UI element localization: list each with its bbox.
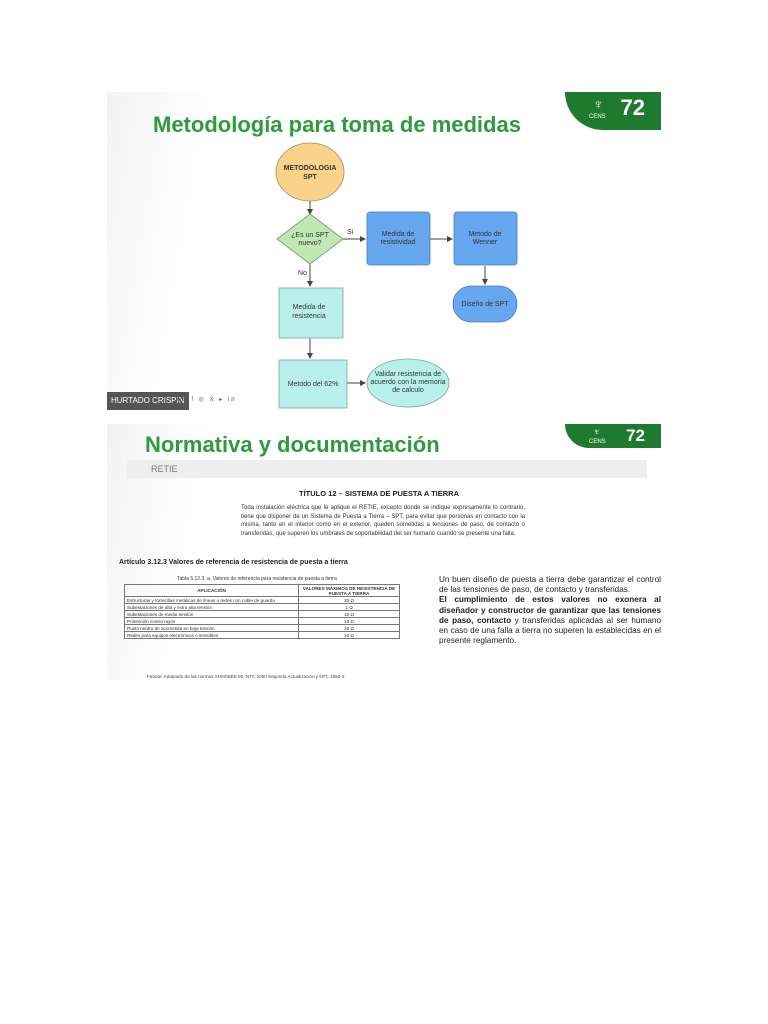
decision-line-2: nuevo? — [299, 240, 322, 247]
logo-number: 72 — [620, 95, 645, 120]
resistivity-line-2: resistividad — [380, 239, 415, 246]
table-header-row: APLICACIÓN VALORES MÁXIMOS DE RESISTENCI… — [124, 584, 400, 597]
subtitle-bar: RETIE — [127, 460, 647, 478]
spt-design-line-1: Diseño de SPT — [461, 301, 509, 308]
slide-methodology: Metodología para toma de medidas ♆ CENS … — [107, 92, 661, 410]
table-row: Punto neutro de acometida en baja tensió… — [124, 624, 400, 632]
logo-number: 72 — [626, 426, 645, 445]
table-cell: 10 Ω — [298, 610, 400, 618]
table-cell: 25 Ω — [298, 624, 400, 632]
spt-design-node — [452, 285, 518, 323]
validate-line-2: acuerdo con la memoria — [370, 379, 445, 386]
slide-title: Normativa y documentación — [145, 432, 440, 457]
table-row: Estructuras y torrecillas metálicas de l… — [124, 596, 400, 604]
document-paragraph: Toda instalación eléctrica que le apliqu… — [241, 505, 525, 537]
tower-icon: ♆ — [593, 96, 604, 112]
table-row: Subestaciones de alta y extra alta tensi… — [124, 603, 400, 611]
logo-brand: CENS — [589, 439, 606, 445]
resistance-line-1: Medida de — [293, 304, 326, 311]
tower-icon: ♆ — [593, 427, 601, 438]
no-label: No — [298, 270, 307, 277]
logo-brand: CENS — [589, 114, 606, 120]
resistivity-node — [366, 211, 431, 266]
company-logo: ♆ CENS 72 — [565, 424, 661, 448]
table-header-values: VALORES MÁXIMOS DE RESISTENCIA DE PUESTA… — [298, 584, 400, 597]
resistance-node — [278, 287, 344, 339]
slide-title: Metodología para toma de medidas — [153, 112, 521, 137]
start-node-line-2: SPT — [303, 174, 317, 181]
table-cell: 10 Ω — [298, 617, 400, 625]
design-note-bold: El cumplimiento de estos valores no exon… — [439, 595, 661, 625]
wenner-line-1: Metodo de — [468, 231, 501, 238]
article-heading: Artículo 3.12.3 Valores de referencia de… — [119, 559, 348, 566]
presenter-name: HURTADO CRISPIN — [107, 392, 189, 410]
methodology-flowchart: METODOLOGIA SPT ¿Es un SPT nuevo? Si No … — [275, 142, 518, 409]
resistivity-line-1: Medida de — [382, 231, 415, 238]
method62-node — [278, 359, 348, 409]
start-node — [275, 142, 345, 202]
resistance-line-2: resistencia — [292, 313, 326, 320]
social-icons: oo f ◎ X ▸ in — [177, 397, 237, 403]
decision-line-1: ¿Es un SPT — [291, 232, 329, 239]
table-source: Fuente: Adaptado de las normas ANSI/IEEE… — [147, 674, 345, 679]
table-cell: 20 Ω — [298, 596, 400, 604]
table-cell: 1 Ω — [298, 603, 400, 611]
wenner-line-2: Wenner — [473, 239, 498, 246]
table-cell: Redes para equipos electrónicos o sensib… — [124, 631, 299, 639]
table-cell: Subestaciones de media tensión — [124, 610, 299, 618]
wenner-node — [453, 211, 518, 266]
slide-regulations: Normativa y documentación ♆ CENS 72 RETI… — [107, 424, 661, 680]
resistance-table: APLICACIÓN VALORES MÁXIMOS DE RESISTENCI… — [124, 584, 400, 639]
decision-node — [276, 213, 344, 265]
table-cell: Estructuras y torrecillas metálicas de l… — [124, 596, 299, 604]
table-cell: Subestaciones de alta y extra alta tensi… — [124, 603, 299, 611]
table-caption: Tabla 5.12.3. a. Valores de referencia p… — [177, 576, 337, 582]
validate-line-3: de calculo — [392, 387, 424, 394]
table-cell: Protección contra rayos — [124, 617, 299, 625]
design-note: Un buen diseño de puesta a tierra debe g… — [439, 575, 661, 646]
table-cell: Punto neutro de acometida en baja tensió… — [124, 624, 299, 632]
start-node-line-1: METODOLOGIA — [284, 165, 337, 172]
table-row: Redes para equipos electrónicos o sensib… — [124, 631, 400, 639]
design-note-intro: Un buen diseño de puesta a tierra debe g… — [439, 575, 661, 595]
document-title: TÍTULO 12 – SISTEMA DE PUESTA A TIERRA — [299, 489, 460, 498]
yes-label: Si — [347, 229, 354, 236]
table-header-application: APLICACIÓN — [124, 584, 299, 597]
design-note-end: y transferidas aplicadas al ser humano e… — [439, 615, 661, 646]
company-logo: ♆ CENS 72 — [565, 92, 661, 130]
table-cell: 10 Ω — [298, 631, 400, 639]
validate-line-1: Validar resistencia de — [375, 371, 442, 378]
validate-node — [366, 358, 450, 408]
method62-line-1: Metodo del 62% — [288, 381, 339, 388]
